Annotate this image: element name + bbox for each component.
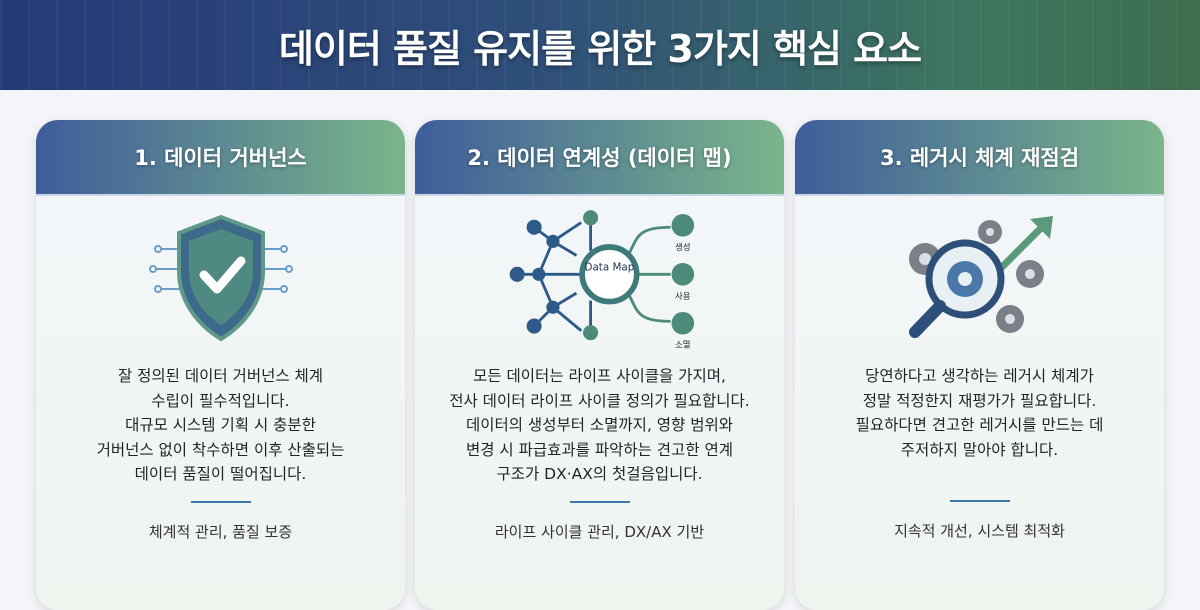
card-legacy-review: 3. 레거시 체계 재점검 당연하다고 생각하는 레거시 체계가 정말 적정한지… xyxy=(795,120,1164,610)
desc-line: 구조가 DX·AX의 첫걸음입니다. xyxy=(496,465,703,483)
desc-line: 당연하다고 생각하는 레거시 체계가 xyxy=(865,367,1094,385)
card-heading: 3. 레거시 체계 재점검 xyxy=(795,120,1164,196)
desc-line: 필요하다면 견고한 레거시를 만드는 데 xyxy=(855,416,1104,434)
desc-line: 주저하지 말아야 합니다. xyxy=(900,440,1059,459)
desc-line: 정말 적정한지 재평가가 필요합니다. xyxy=(862,391,1097,410)
desc-line: 거버넌스 없이 착수하면 이후 산출되는 xyxy=(96,440,345,459)
card-tags: 라이프 사이클 관리, DX/AX 기반 xyxy=(494,522,705,541)
page-title: 데이터 품질 유지를 위한 3가지 핵심 요소 xyxy=(278,26,922,71)
map-output-dispose: 소멸 xyxy=(675,340,691,350)
title-banner: 데이터 품질 유지를 위한 3가지 핵심 요소 xyxy=(0,0,1200,90)
desc-line: 데이터 품질이 떨어집니다. xyxy=(134,465,307,483)
divider xyxy=(190,500,251,503)
card-description: 모든 데이터는 라이프 사이클을 가지며, 전사 데이터 라이프 사이클 정의가… xyxy=(415,364,784,487)
divider xyxy=(569,500,630,503)
desc-line: 변경 시 파급효과를 파악하는 견고한 연계 xyxy=(465,440,734,459)
gears-magnifier-icon xyxy=(795,204,1164,354)
card-description: 잘 정의된 데이터 거버넌스 체계 수립이 필수적입니다. 대규모 시스템 기획… xyxy=(36,364,405,487)
map-output-use: 사용 xyxy=(675,291,691,301)
card-description: 당연하다고 생각하는 레거시 체계가 정말 적정한지 재평가가 필요합니다. 필… xyxy=(795,364,1164,462)
divider xyxy=(949,500,1010,502)
card-data-connectivity: 2. 데이터 연계성 (데이터 맵) Data Map 생성 사용 소멸 모든 … xyxy=(415,120,784,610)
card-tags: 체계적 관리, 품질 보증 xyxy=(148,522,293,541)
map-output-create: 생성 xyxy=(675,242,691,252)
data-map-icon: Data Map 생성 사용 소멸 xyxy=(415,204,784,354)
card-data-governance: 1. 데이터 거버넌스 잘 정의된 데이터 거버넌스 체계 수립이 필수적입니다… xyxy=(36,120,405,610)
desc-line: 수립이 필수적입니다. xyxy=(151,391,290,410)
desc-line: 데이터의 생성부터 소멸까지, 영향 범위와 xyxy=(465,416,734,434)
desc-line: 전사 데이터 라이프 사이클 정의가 필요합니다. xyxy=(449,391,750,410)
desc-line: 대규모 시스템 기획 시 충분한 xyxy=(125,416,316,434)
data-map-label: Data Map xyxy=(584,262,634,274)
card-tags: 지속적 개선, 시스템 최적화 xyxy=(894,522,1065,540)
desc-line: 잘 정의된 데이터 거버넌스 체계 xyxy=(117,367,324,385)
card-heading: 1. 데이터 거버넌스 xyxy=(36,120,405,196)
shield-check-icon xyxy=(36,204,405,354)
desc-line: 모든 데이터는 라이프 사이클을 가지며, xyxy=(473,367,726,385)
card-heading: 2. 데이터 연계성 (데이터 맵) xyxy=(415,120,784,196)
